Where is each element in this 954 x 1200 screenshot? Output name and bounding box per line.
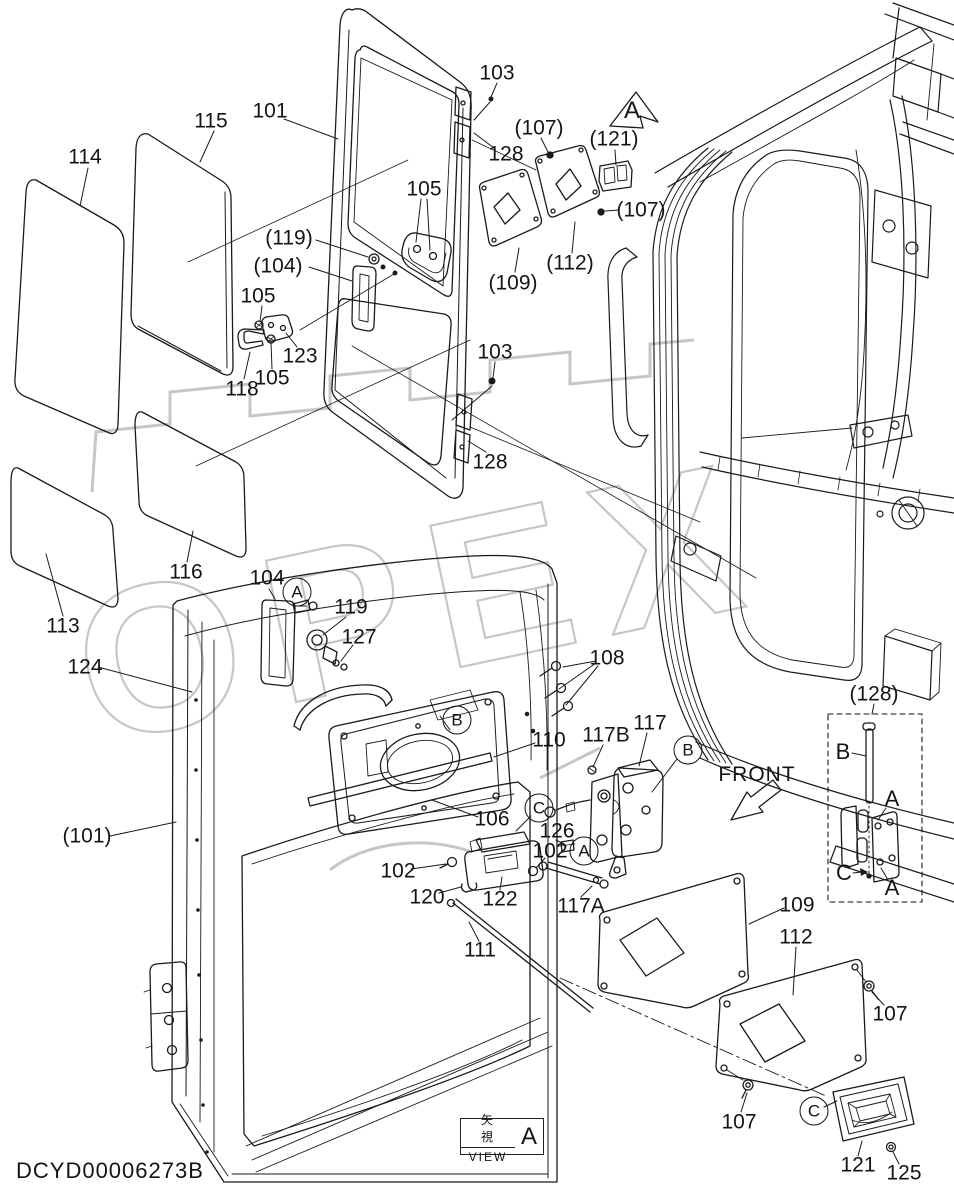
view-latin-label: VIEW — [468, 1149, 508, 1164]
part-label-121-bottom: 121 — [840, 1153, 876, 1177]
part-label-115: 115 — [194, 109, 228, 133]
part-label-circle-c-bottom: C — [799, 1096, 829, 1126]
part-label-109-bottom: 109 — [779, 893, 815, 917]
part-label-126: 126 — [539, 819, 575, 843]
part-label-106: 106 — [474, 807, 510, 831]
part-label-box-a-top: A — [884, 786, 900, 811]
part-label-113: 113 — [46, 614, 80, 638]
part-label-view-a-pennant: A — [623, 97, 641, 124]
lower-door-assembly — [143, 554, 664, 1183]
front-direction-label: FRONT — [718, 763, 796, 786]
part-label-107-right: 107 — [872, 1002, 908, 1026]
part-label-125: 125 — [886, 1161, 922, 1185]
part-label-box-c: C — [836, 860, 852, 885]
part-label-107-bottom: 107 — [721, 1110, 757, 1134]
view-direction-pennant — [609, 91, 659, 129]
part-label-box-b: B — [835, 739, 851, 764]
part-label-128-box: (128) — [849, 682, 899, 706]
part-label-112-bottom: 112 — [779, 925, 813, 949]
part-label-121-top: (121) — [589, 127, 639, 151]
part-label-112-top: (112) — [546, 251, 594, 275]
part-label-103-top: 103 — [479, 61, 515, 85]
part-label-124: 124 — [67, 655, 103, 679]
part-label-104-bottom: 104 — [249, 566, 285, 590]
part-label-107-top-left: (107) — [514, 116, 564, 140]
view-letter: A — [520, 1122, 537, 1150]
part-label-109-top: (109) — [488, 271, 538, 295]
part-label-119-bottom: 119 — [334, 595, 368, 619]
cover-panels-top — [478, 91, 659, 247]
part-label-108: 108 — [589, 646, 625, 670]
part-label-105-top: 105 — [406, 177, 442, 201]
glass-pane-115 — [130, 133, 234, 376]
part-label-105-mid-2: 105 — [254, 366, 290, 390]
view-a-box: 矢 視 VIEW A — [460, 1113, 544, 1164]
part-label-circle-a-latch: A — [569, 836, 599, 866]
part-label-102-left: 102 — [380, 859, 416, 883]
part-label-102-right: 102 — [532, 839, 568, 863]
part-label-circle-c-handle: C — [524, 793, 554, 823]
small-parts-118-123-105 — [237, 314, 294, 350]
document-code: DCYD00006273B — [16, 1158, 204, 1183]
glass-pane-113 — [10, 467, 119, 608]
part-label-114: 114 — [68, 145, 102, 169]
part-label-101-top: 101 — [252, 99, 288, 123]
part-label-103-mid: 103 — [477, 340, 513, 364]
part-label-box-a-bottom: A — [884, 875, 900, 900]
part-label-128-top: 128 — [488, 142, 524, 166]
hinge-detail-box-128 — [827, 713, 923, 903]
part-label-122: 122 — [482, 887, 518, 911]
part-label-107-top-right: (107) — [616, 198, 666, 222]
part-label-111: 111 — [464, 938, 496, 962]
part-label-119-top: (119) — [265, 226, 313, 250]
part-label-circle-b-panel: B — [442, 705, 472, 735]
glass-pane-116 — [134, 411, 247, 558]
part-label-120: 120 — [409, 885, 445, 909]
part-label-circle-a-door: A — [282, 577, 312, 607]
view-a-box-text: 矢 視 VIEW — [461, 1113, 515, 1164]
part-label-127: 127 — [341, 625, 377, 649]
cover-panels-bottom — [597, 872, 915, 1153]
part-label-105-mid-1: 105 — [240, 284, 276, 308]
part-label-117B: 117B — [582, 723, 630, 747]
view-kanji-label: 矢 視 — [461, 1110, 515, 1148]
front-arrow-icon — [730, 779, 782, 821]
part-label-117: 117 — [633, 711, 667, 735]
part-label-118: 118 — [225, 377, 259, 401]
part-label-circle-b-latch: B — [673, 735, 703, 765]
part-label-128-mid: 128 — [472, 450, 508, 474]
cab-and-door-linework — [10, 2, 954, 1183]
glass-pane-114 — [14, 179, 125, 435]
leader-lines — [45, 82, 900, 1165]
part-label-110: 110 — [532, 728, 566, 752]
part-label-123: 123 — [282, 344, 318, 368]
upper-door-101 — [323, 8, 473, 499]
part-label-101-bottom: (101) — [62, 824, 112, 848]
part-label-116: 116 — [169, 560, 203, 584]
part-label-104-top: (104) — [253, 254, 303, 278]
part-label-117A: 117A — [557, 894, 605, 918]
